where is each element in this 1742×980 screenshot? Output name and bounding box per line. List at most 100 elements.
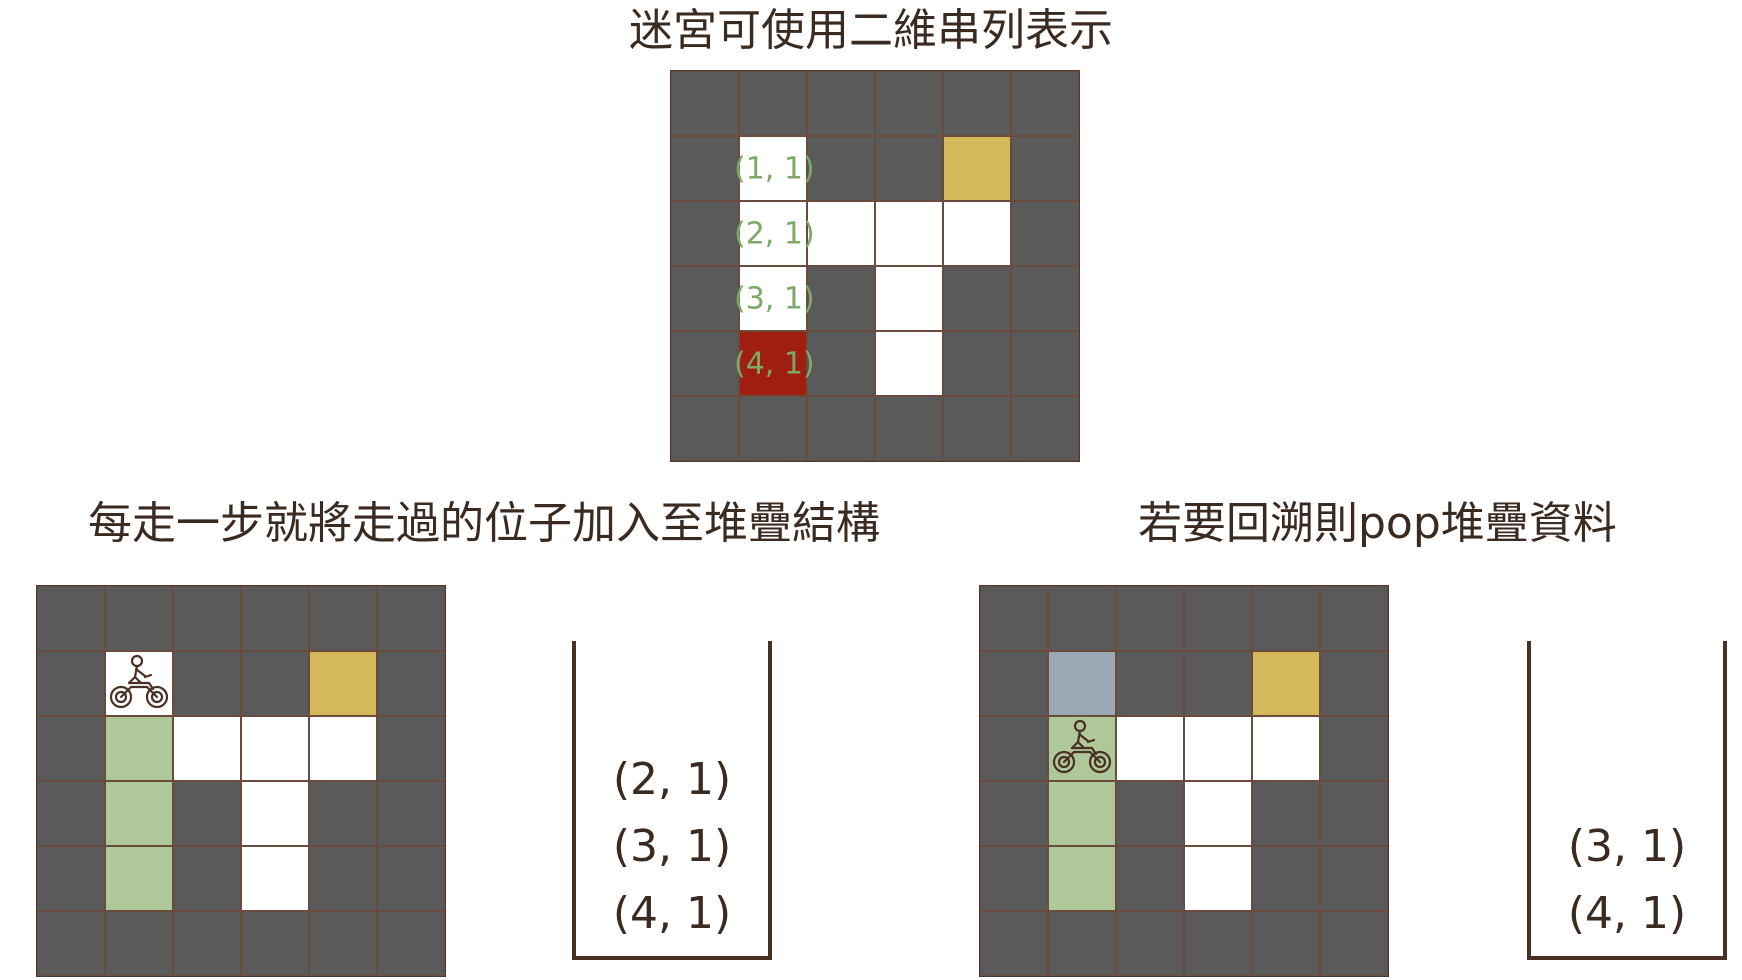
maze-cell-wall	[377, 846, 445, 911]
maze-cell-open	[309, 716, 377, 781]
cell-coordinate-label: (2, 1)	[734, 216, 815, 251]
maze-cell-wall	[1252, 846, 1320, 911]
maze-cell-open	[1184, 781, 1252, 846]
maze-cell-wall	[173, 586, 241, 651]
maze-cell-wall	[173, 651, 241, 716]
maze-cell-wall	[377, 586, 445, 651]
cell-coordinate-label: (4, 1)	[734, 346, 815, 381]
maze-cell-wall	[943, 396, 1011, 461]
maze-cell-wall	[980, 911, 1048, 976]
maze-cell-wall	[173, 781, 241, 846]
maze-cell-open	[875, 331, 943, 396]
maze-cell-wall	[807, 396, 875, 461]
maze-cell-open	[241, 716, 309, 781]
maze-cell-wall	[1320, 586, 1388, 651]
maze-cell-open: (2, 1)	[734, 201, 815, 266]
maze-cell-wall	[980, 846, 1048, 911]
maze-cell-wall	[1184, 651, 1252, 716]
maze-cell-wall	[241, 586, 309, 651]
maze-cell-wall	[1116, 846, 1184, 911]
maze-cell-open	[241, 781, 309, 846]
maze-cell-wall	[105, 586, 173, 651]
maze-cell-wall	[980, 651, 1048, 716]
maze-cell-wall	[241, 911, 309, 976]
title-pop-stack: 若要回溯則pop堆疊資料	[1138, 498, 1617, 549]
maze-cell-wall	[943, 71, 1011, 136]
maze-cell-wall	[980, 781, 1048, 846]
maze-cell-wall	[1048, 586, 1116, 651]
maze-cell-wall	[1116, 911, 1184, 976]
stack-item: (4, 1)	[612, 888, 732, 939]
maze-cell-wall	[1011, 201, 1079, 266]
maze-cell-open	[173, 716, 241, 781]
maze-cell-wall	[807, 71, 875, 136]
maze-cell-wall	[1011, 266, 1079, 331]
maze-cell-goal	[943, 136, 1011, 201]
maze-cell-wall	[1116, 651, 1184, 716]
maze-cell-wall	[37, 716, 105, 781]
maze-cell-open	[1184, 716, 1252, 781]
stack-container-pop: (3, 1) (4, 1)	[1527, 641, 1727, 960]
maze-cell-wall	[1320, 651, 1388, 716]
motorbike-rider-icon	[109, 654, 169, 708]
maze-cell-wall	[1320, 781, 1388, 846]
maze-cell-open	[1184, 846, 1252, 911]
maze-cell-wall	[377, 716, 445, 781]
maze-cell-wall	[37, 651, 105, 716]
maze-cell-open	[105, 651, 173, 716]
maze-cell-open	[241, 846, 309, 911]
motorbike-rider-icon	[1052, 719, 1112, 773]
maze-cell-wall	[1048, 911, 1116, 976]
maze-cell-visited	[105, 716, 173, 781]
maze-cell-open	[807, 201, 875, 266]
maze-cell-wall	[377, 911, 445, 976]
maze-cell-wall	[37, 846, 105, 911]
maze-cell-wall	[671, 266, 739, 331]
maze-cell-open	[875, 266, 943, 331]
title-maze-2d-list: 迷宮可使用二維串列表示	[629, 5, 1113, 56]
maze-cell-wall	[807, 266, 875, 331]
maze-cell-open: (1, 1)	[734, 136, 815, 201]
maze-cell-open	[1252, 716, 1320, 781]
maze-cell-wall	[1011, 331, 1079, 396]
maze-cell-wall	[807, 136, 875, 201]
maze-cell-wall	[943, 266, 1011, 331]
maze-cell-wall	[309, 911, 377, 976]
maze-cell-wall	[309, 846, 377, 911]
maze-cell-wall	[1184, 911, 1252, 976]
stack-item: (2, 1)	[612, 754, 732, 805]
maze-cell-wall	[875, 71, 943, 136]
maze-cell-wall	[980, 586, 1048, 651]
maze-grid-top: (1, 1) (2, 1) (3, 1) (4, 1)	[670, 70, 1080, 462]
maze-cell-wall	[943, 331, 1011, 396]
maze-cell-wall	[671, 331, 739, 396]
maze-cell-wall	[1320, 911, 1388, 976]
maze-cell-wall	[739, 396, 807, 461]
stack-item: (3, 1)	[1567, 821, 1687, 872]
maze-cell-visited	[1048, 846, 1116, 911]
maze-cell-wall	[1011, 136, 1079, 201]
title-push-stack: 每走一步就將走過的位子加入至堆疊結構	[88, 498, 880, 549]
maze-cell-wall	[1252, 586, 1320, 651]
maze-cell-goal	[1252, 651, 1320, 716]
maze-cell-wall	[1116, 781, 1184, 846]
maze-cell-wall	[1011, 396, 1079, 461]
maze-cell-wall	[980, 716, 1048, 781]
maze-cell-visited	[105, 846, 173, 911]
maze-cell-open	[943, 201, 1011, 266]
maze-cell-wall	[1320, 846, 1388, 911]
maze-cell-wall	[377, 781, 445, 846]
maze-cell-visited	[105, 781, 173, 846]
maze-cell-wall	[875, 396, 943, 461]
stack-container-push: (2, 1)(3, 1)(4, 1)	[572, 641, 772, 960]
cell-coordinate-label: (3, 1)	[734, 281, 815, 316]
maze-cell-wall	[105, 911, 173, 976]
maze-cell-backtracked	[1048, 651, 1116, 716]
stack-item: (4, 1)	[1567, 888, 1687, 939]
maze-cell-wall	[1011, 71, 1079, 136]
maze-cell-wall	[671, 136, 739, 201]
maze-cell-wall	[241, 651, 309, 716]
maze-cell-wall	[37, 781, 105, 846]
cell-coordinate-label: (1, 1)	[734, 151, 815, 186]
maze-cell-wall	[309, 586, 377, 651]
